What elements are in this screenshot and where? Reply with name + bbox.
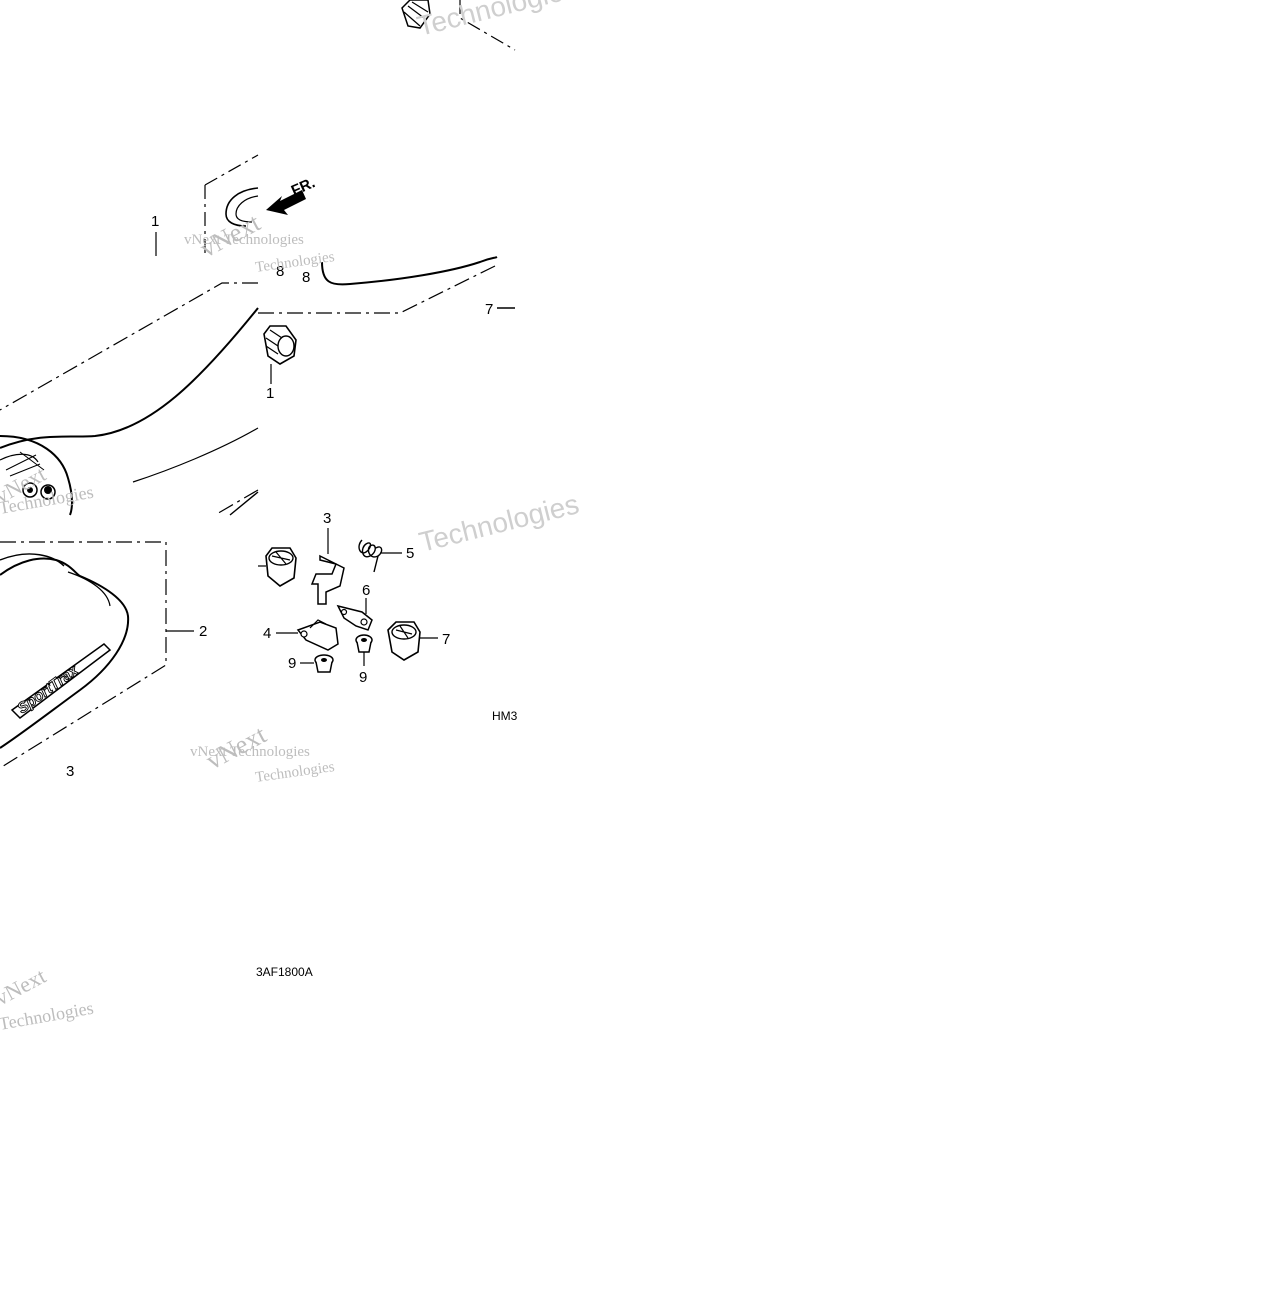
watermark: vNext Technologies <box>184 232 304 248</box>
seat-assembly-right <box>258 256 515 384</box>
bolt-icon <box>40 484 56 500</box>
top-corner-fragment <box>401 0 516 51</box>
watermarks: Technologies Technologies vNext Technolo… <box>0 0 582 1034</box>
seat-knob-icon <box>263 325 297 365</box>
watermark: vNext <box>0 963 50 1010</box>
watermark: vNext Technologies <box>190 744 310 760</box>
latch-hook-part <box>310 528 345 605</box>
latch-parts-group <box>258 528 438 673</box>
callout-top-8a: 8 <box>276 263 284 280</box>
watermark: vNext <box>195 207 265 263</box>
callout-part-9b: 9 <box>359 669 367 686</box>
callout-part-3: 3 <box>323 510 331 527</box>
callout-knob-1: 1 <box>266 385 274 402</box>
callout-part-9a: 9 <box>288 655 296 672</box>
callout-cover-3: 3 <box>66 763 74 780</box>
flange-nut-icon <box>355 634 373 666</box>
callout-part-5: 5 <box>406 545 414 562</box>
callout-part-4: 4 <box>263 625 271 642</box>
diagram-code-left: 3AF1800A <box>256 965 313 979</box>
latch-plate-part <box>336 598 373 631</box>
front-direction-label: FR. <box>289 174 318 199</box>
front-direction-arrow <box>266 190 306 215</box>
callout-cover-2: 2 <box>199 623 207 640</box>
callout-part-7: 7 <box>442 631 450 648</box>
seat-assembly-left <box>0 154 259 516</box>
sporttrax-logo: SportTrax <box>10 643 112 719</box>
callout-part-6: 6 <box>362 582 370 599</box>
bracket-part <box>276 619 339 651</box>
callout-top-7: 7 <box>485 301 493 318</box>
watermark: Technologies <box>416 488 582 558</box>
callout-labels: 1 7 8 8 1 3 5 6 4 7 9 9 2 3 <box>66 213 493 780</box>
latch-knob-left-icon <box>258 547 297 587</box>
watermark: Technologies <box>414 0 580 42</box>
callout-seat-1: 1 <box>151 213 159 230</box>
latch-knob-icon <box>387 621 438 661</box>
bolt-icon <box>22 482 38 498</box>
knob-top-icon <box>401 0 431 29</box>
diagram-code-right: HM3 <box>492 709 518 723</box>
watermark: Technologies <box>254 759 335 786</box>
spring-icon <box>358 539 402 573</box>
logo-text: SportTrax <box>14 662 82 718</box>
watermark: vNext <box>201 719 271 775</box>
callout-top-8b: 8 <box>302 269 310 286</box>
flange-nut-icon <box>300 654 334 673</box>
seat-cover: SportTrax <box>0 541 194 769</box>
